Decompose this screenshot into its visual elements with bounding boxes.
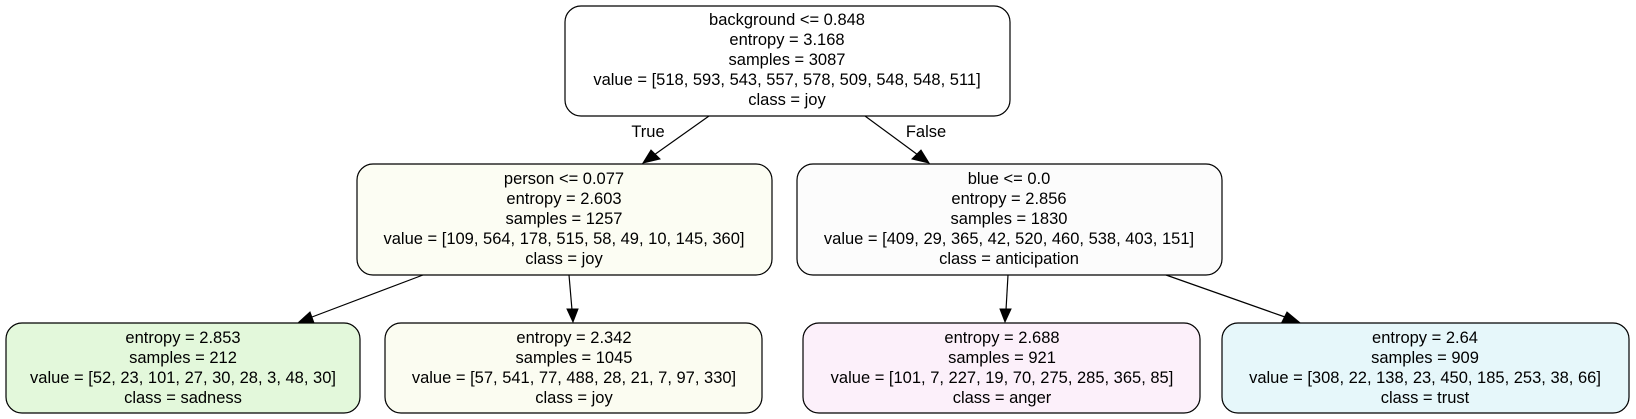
- node-left-line-4: value = [109, 564, 178, 515, 58, 49, 10,…: [383, 230, 744, 248]
- edge-right-leaf3: [1005, 274, 1009, 311]
- node-leaf1-line-3: value = [52, 23, 101, 27, 30, 28, 3, 48,…: [30, 369, 336, 387]
- node-leaf2-line-2: samples = 1045: [516, 349, 633, 367]
- edge-root-left: [653, 115, 710, 156]
- node-leaf-anger: entropy = 2.688 samples = 921 value = [1…: [802, 322, 1201, 414]
- node-leaf3-line-1: entropy = 2.688: [944, 329, 1059, 347]
- node-left-line-1: person <= 0.077: [504, 170, 624, 188]
- node-root-line-1: background <= 0.848: [709, 11, 865, 29]
- node-leaf2-box: [384, 322, 763, 414]
- node-leaf3-line-4: class = anger: [953, 389, 1052, 407]
- node-right: blue <= 0.0 entropy = 2.856 samples = 18…: [796, 163, 1223, 276]
- node-right-line-1: blue <= 0.0: [968, 170, 1051, 188]
- edge-right-leaf4-arrowhead: [1281, 311, 1301, 323]
- node-leaf-sadness: entropy = 2.853 samples = 212 value = [5…: [5, 322, 361, 414]
- node-leaf4-line-1: entropy = 2.64: [1372, 329, 1478, 347]
- node-leaf4-box: [1221, 322, 1630, 414]
- node-leaf3-line-2: samples = 921: [948, 349, 1056, 367]
- node-root-line-2: entropy = 3.168: [729, 31, 844, 49]
- edge-label-true: True: [631, 123, 664, 141]
- node-left: person <= 0.077 entropy = 2.603 samples …: [356, 163, 773, 276]
- node-root-line-5: class = joy: [748, 91, 826, 109]
- node-root-line-4: value = [518, 593, 543, 557, 578, 509, 5…: [593, 71, 980, 89]
- edge-root-right-arrowhead: [911, 149, 931, 164]
- node-right-line-2: entropy = 2.856: [951, 190, 1066, 208]
- node-right-line-3: samples = 1830: [951, 210, 1068, 228]
- edge-root-left-arrowhead: [641, 149, 661, 164]
- node-left-line-5: class = joy: [525, 250, 603, 268]
- node-right-line-5: class = anticipation: [939, 250, 1079, 268]
- node-right-line-4: value = [409, 29, 365, 42, 520, 460, 538…: [824, 230, 1194, 248]
- node-root-line-3: samples = 3087: [729, 51, 846, 69]
- node-root: background <= 0.848 entropy = 3.168 samp…: [564, 5, 1011, 117]
- node-leaf4-line-4: class = trust: [1381, 389, 1470, 407]
- node-leaf-trust: entropy = 2.64 samples = 909 value = [30…: [1221, 322, 1630, 414]
- node-leaf1-box: [5, 322, 361, 414]
- node-leaf3-box: [802, 322, 1201, 414]
- edge-right-leaf3-arrowhead: [999, 308, 1012, 324]
- node-leaf2-line-3: value = [57, 541, 77, 488, 28, 21, 7, 97…: [412, 369, 736, 387]
- node-leaf2-line-4: class = joy: [535, 389, 613, 407]
- node-leaf4-line-2: samples = 909: [1371, 349, 1479, 367]
- node-leaf2-line-1: entropy = 2.342: [516, 329, 631, 347]
- node-left-line-3: samples = 1257: [506, 210, 623, 228]
- node-leaf-joy: entropy = 2.342 samples = 1045 value = […: [384, 322, 763, 414]
- node-right-box: [796, 163, 1223, 276]
- node-leaf1-line-4: class = sadness: [124, 389, 242, 407]
- node-root-box: [564, 5, 1011, 117]
- edge-left-leaf1: [311, 274, 424, 318]
- edges: True False: [297, 115, 1301, 324]
- node-leaf3-line-3: value = [101, 7, 227, 19, 70, 275, 285, …: [831, 369, 1174, 387]
- node-leaf4-line-3: value = [308, 22, 138, 23, 450, 185, 253…: [1249, 369, 1601, 387]
- edge-right-leaf4: [1165, 274, 1286, 318]
- edge-label-false: False: [906, 123, 946, 141]
- node-left-box: [356, 163, 773, 276]
- edge-left-leaf2: [568, 274, 573, 311]
- node-leaf1-line-2: samples = 212: [129, 349, 237, 367]
- node-leaf1-line-1: entropy = 2.853: [125, 329, 240, 347]
- edge-root-right: [864, 115, 919, 156]
- edge-left-leaf2-arrowhead: [566, 308, 579, 324]
- edge-left-leaf1-arrowhead: [297, 311, 315, 324]
- node-left-line-2: entropy = 2.603: [506, 190, 621, 208]
